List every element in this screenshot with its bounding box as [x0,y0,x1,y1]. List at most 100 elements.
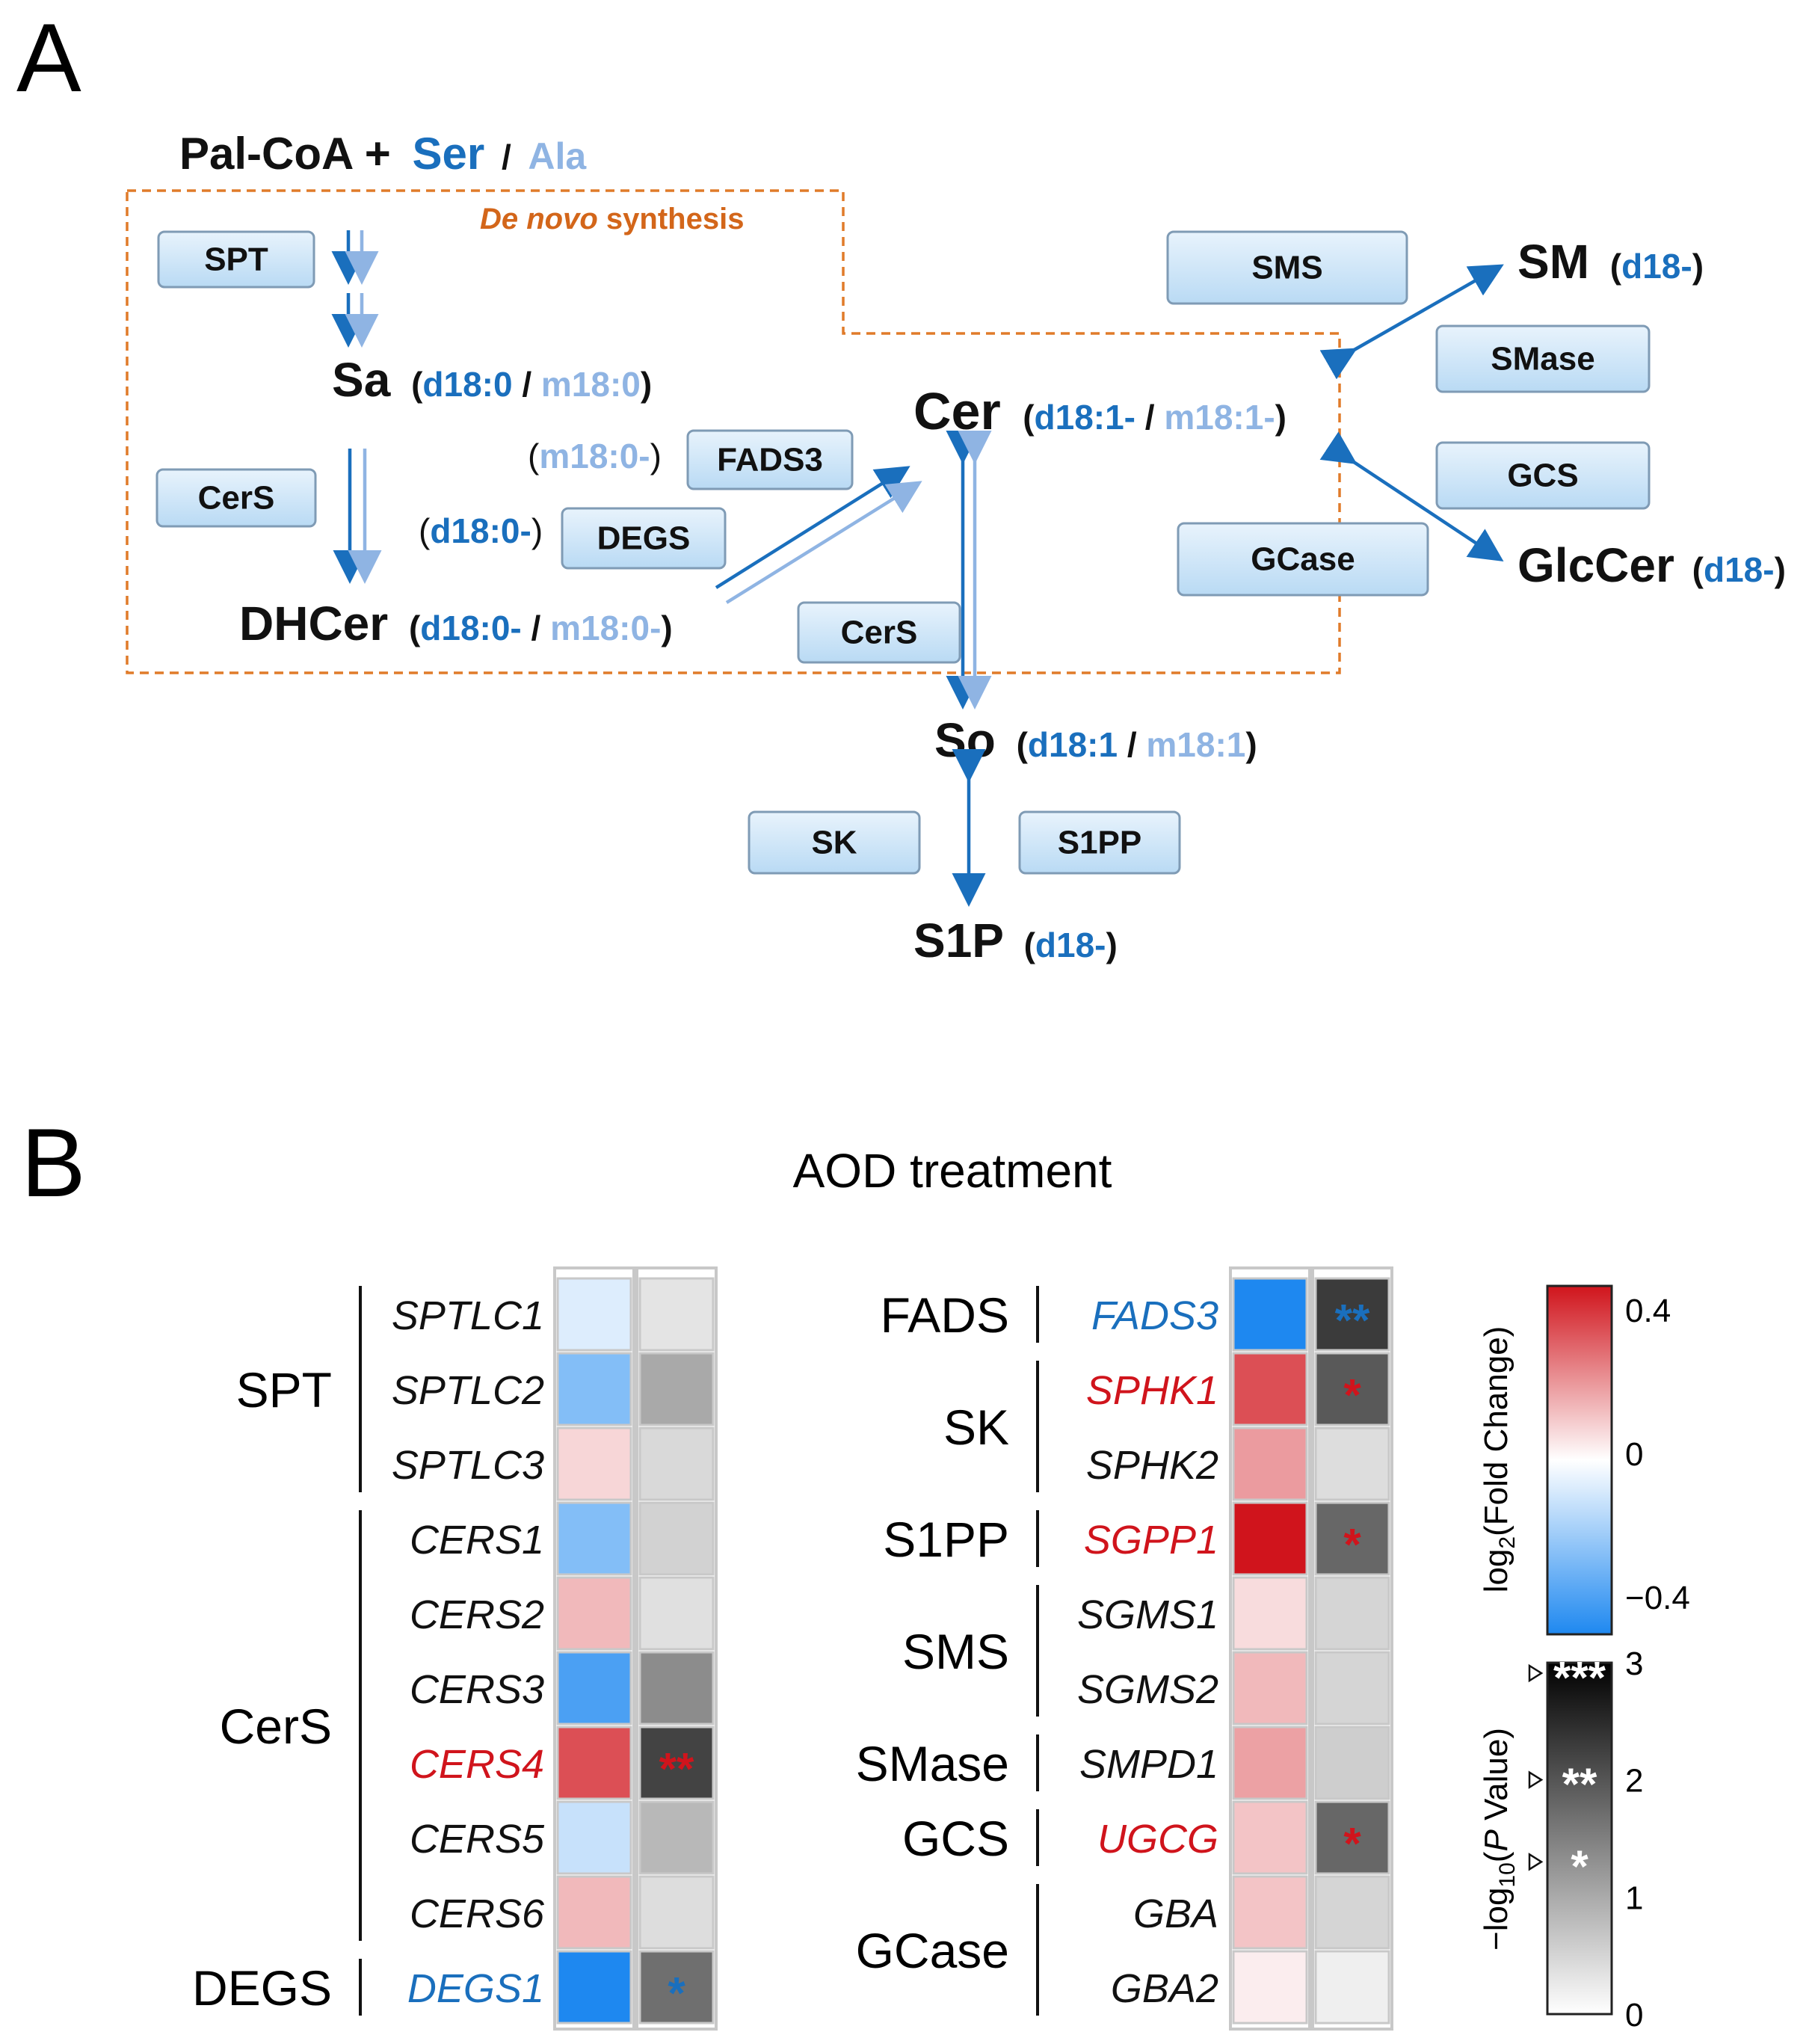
gene-label: CERS6 [410,1891,545,1936]
metabolite-glccer: GlcCer (d18-) [1517,538,1786,592]
enzyme-gcase: GCase [1177,522,1429,597]
significance-star: ** [1335,1296,1370,1346]
fc-column-frame [553,1266,635,2031]
enzyme-spt: SPT [157,230,315,289]
de-novo-region [126,189,1341,674]
fc-cell [1232,1501,1308,1576]
p-cell [1314,1950,1390,2025]
fc-cell [1232,1950,1308,2025]
enzyme-s1pp: S1PP [1018,810,1181,875]
p-cell [1314,1352,1390,1426]
p-cell [638,1576,715,1651]
panel-a-label: A [16,3,81,112]
group-label: GCase [856,1923,1009,1978]
enzyme-fads3: FADS3 [686,429,854,490]
significance-star: * [1343,1520,1361,1570]
p-cell [638,1875,715,1950]
gene-label: SPTLC2 [392,1368,544,1413]
left-heatmap: SPTLC1SPTLC2SPTLC3SPTCERS1CERS2CERS3CERS… [192,1266,718,2031]
p-cell [638,1950,715,2025]
fc-cell [1232,1277,1308,1352]
svg-text:GCS: GCS [1507,458,1578,494]
p-cell [1314,1576,1390,1651]
p-tick: 0 [1625,1997,1643,2034]
svg-text:FADS3: FADS3 [717,442,823,478]
gene-label: DEGS1 [407,1966,544,2011]
gene-label: SPHK2 [1086,1443,1218,1488]
fc-colorbar: 0.4 0 −0.4 log2(Fold Change) [1478,1284,1690,1636]
p-cell [638,1501,715,1576]
heatmap-title: AOD treatment [793,1144,1112,1198]
fc-cell [556,1800,632,1875]
svg-text:SK: SK [811,825,857,861]
gene-label: SPTLC3 [392,1443,544,1488]
metabolite-dhcer: DHCer (d18:0- / m18:0-) [239,597,673,650]
p-cell [1314,1726,1390,1800]
fc-cell [556,1726,632,1800]
svg-text:DEGS: DEGS [597,520,691,557]
fc-cell [556,1651,632,1726]
pathway-arrows [331,230,1504,907]
fc-cell [1232,1726,1308,1800]
metabolite-s1p: S1P (d18-) [913,914,1118,967]
enzyme-smase: SMase [1435,324,1651,393]
svg-text:SMS: SMS [1251,250,1322,286]
gene-label: FADS3 [1091,1293,1218,1338]
p-column-frame [635,1266,718,2031]
p-cell [638,1651,715,1726]
group-label: SK [943,1400,1009,1455]
gene-label: SMPD1 [1079,1742,1218,1787]
group-label: SMase [856,1736,1009,1791]
gene-label: CERS3 [410,1667,544,1712]
p-cell [638,1800,715,1875]
p-cell [1314,1800,1390,1875]
fc-tick-min: −0.4 [1625,1580,1690,1616]
significance-star: * [1343,1819,1361,1869]
threshold-star: *** [1553,1653,1606,1703]
degs-substrate-note: (d18:0-) [419,511,543,550]
svg-text:SPT: SPT [204,241,268,278]
fc-cell [1232,1651,1308,1726]
top-substrate: Pal-CoA + Ser / Ala [179,129,587,179]
gene-label: CERS1 [410,1518,544,1563]
group-label: DEGS [192,1960,332,2016]
fc-cell [556,1352,632,1426]
p-cell [638,1426,715,1501]
group-label: SPT [236,1362,332,1417]
gene-label: SPTLC1 [392,1293,544,1338]
gene-label: CERS4 [410,1742,544,1787]
svg-text:CerS: CerS [841,615,918,651]
significance-star: * [668,1968,685,2019]
group-label: CerS [220,1699,332,1754]
metabolite-cer: Cer (d18:1- / m18:1-) [913,382,1286,440]
fads3-substrate-note: (m18:0-) [528,437,662,475]
fc-cell [556,1277,632,1352]
threshold-marker-icon [1528,1770,1544,1789]
de-novo-label: De novo synthesis [480,203,744,236]
gene-label: SGMS2 [1077,1667,1218,1712]
enzyme-degs: DEGS [561,507,727,570]
svg-text:S1PP: S1PP [1058,825,1142,861]
svg-text:SMase: SMase [1491,341,1594,378]
group-label: S1PP [883,1512,1009,1567]
group-label: SMS [902,1624,1009,1679]
enzyme-sms: SMS [1166,230,1408,305]
fc-cell [556,1576,632,1651]
p-axis-label: −log10(P Value) [1478,1728,1520,1951]
metabolite-so: So (d18:1 / m18:1) [934,713,1257,767]
group-label: FADS [881,1287,1009,1343]
panel-b-label: B [21,1108,86,1217]
p-cell [638,1726,715,1800]
fc-cell [1232,1352,1308,1426]
significance-star: * [1343,1370,1361,1420]
p-cell [1314,1501,1390,1576]
gene-label: SGMS1 [1077,1592,1218,1637]
gene-label: SGPP1 [1084,1518,1218,1563]
fc-cell [1232,1800,1308,1875]
p-cell [1314,1651,1390,1726]
fc-cell [1232,1426,1308,1501]
threshold-star: ** [1562,1759,1597,1809]
enzyme-sk: SK [748,810,921,875]
enzyme-gcs: GCS [1435,441,1651,510]
threshold-marker-icon [1528,1663,1544,1683]
